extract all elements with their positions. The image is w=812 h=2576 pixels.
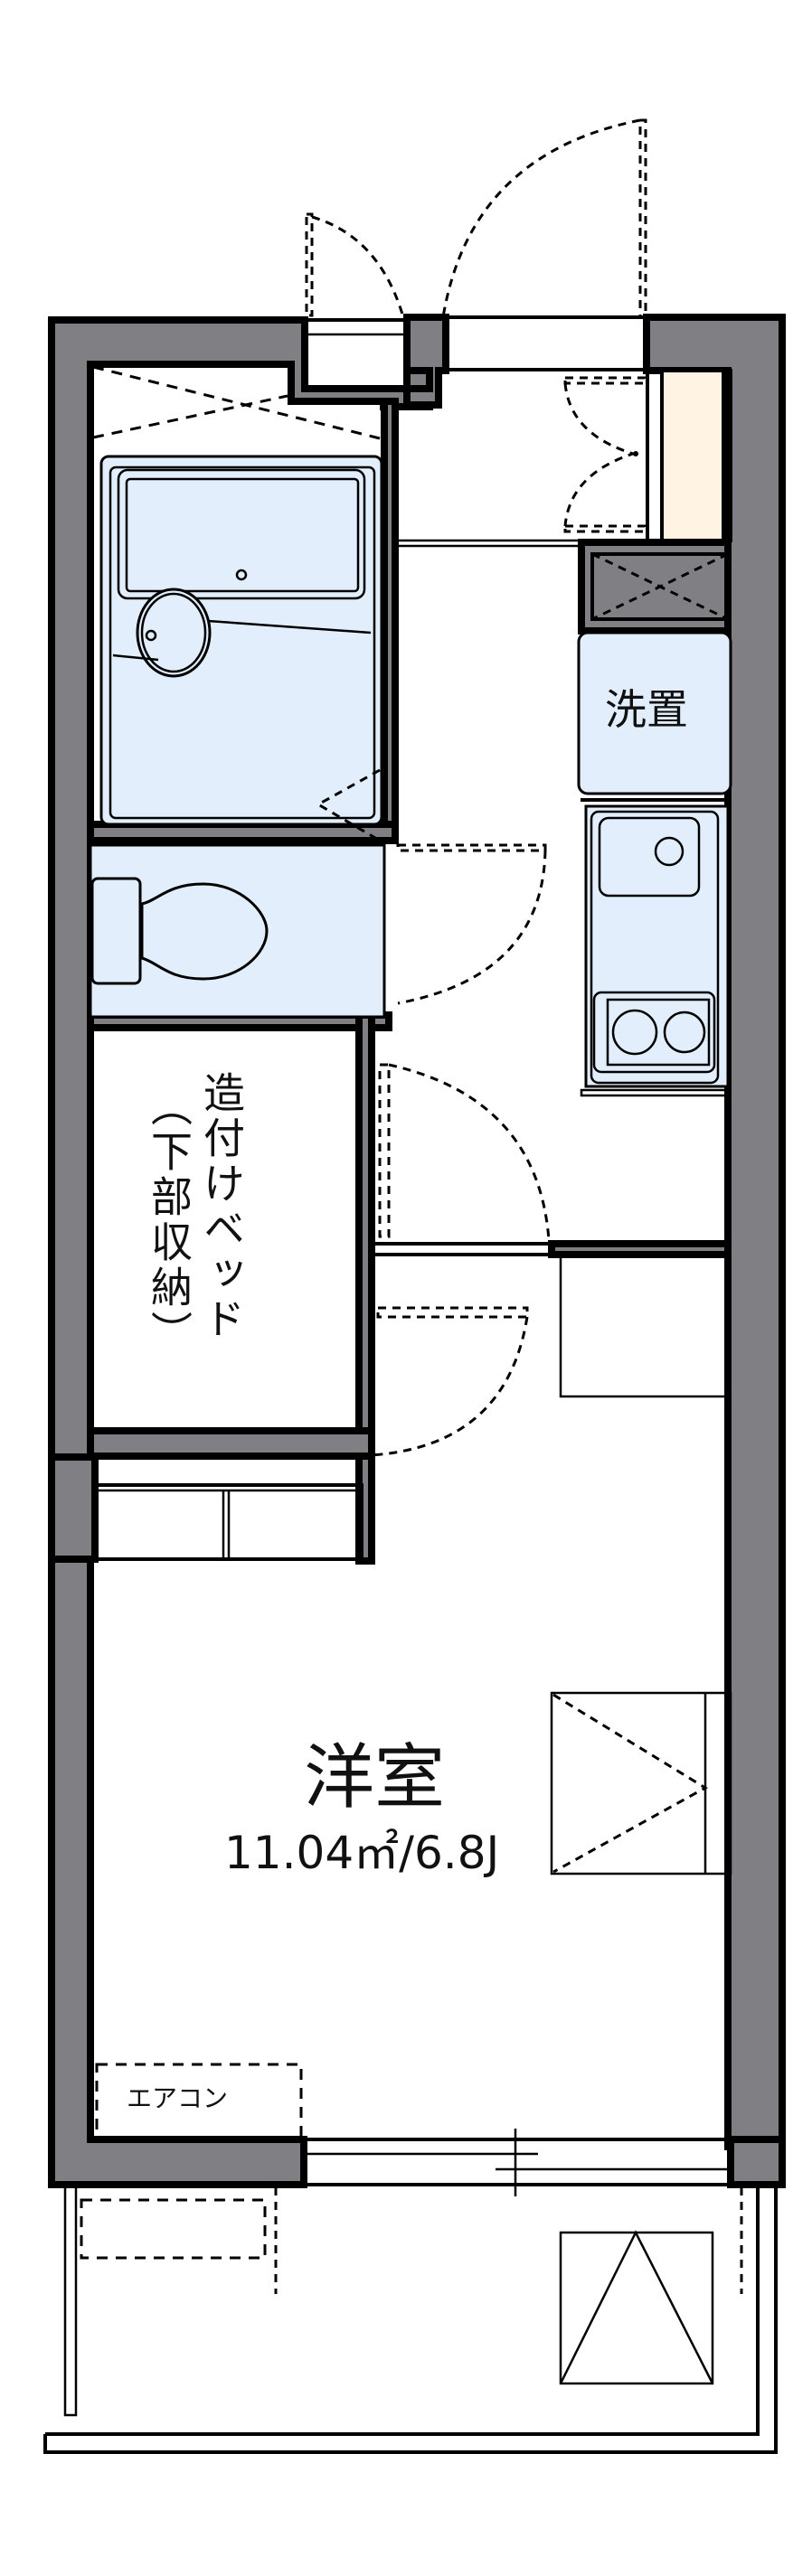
kitchen-counter	[584, 804, 730, 1088]
washer-label: 洗置	[605, 685, 688, 734]
shoe-cabinet	[563, 369, 732, 542]
closet	[93, 1483, 364, 1561]
balcony	[43, 2183, 778, 2454]
aircon-outline	[95, 2063, 303, 2141]
meter-box	[303, 318, 409, 390]
entrance-door	[444, 315, 648, 371]
toilet	[89, 843, 386, 1019]
evacuation-hatch	[559, 2231, 714, 2385]
storage-box	[578, 539, 732, 635]
balcony-window	[302, 2129, 732, 2196]
bathroom-ceiling-x	[92, 365, 381, 440]
room-door	[370, 1063, 732, 1258]
wall-bathroom-partition	[381, 398, 399, 830]
room-storage	[550, 1691, 732, 1876]
room-label: 洋室	[304, 1737, 446, 1819]
washer-space	[577, 631, 732, 795]
bed-sublabel: （下部収納）	[145, 1085, 194, 1356]
entrance-door-swings	[305, 118, 647, 319]
toilet-door	[396, 843, 547, 1005]
fridge-space	[559, 1253, 730, 1398]
closet-door	[370, 1306, 529, 1457]
outdoor-unit	[80, 2198, 267, 2260]
wall-pillar	[403, 314, 449, 409]
wall-bath-toilet	[87, 821, 399, 844]
bathtub-unit	[99, 455, 383, 842]
aircon-label: エアコン	[127, 2083, 229, 2113]
bed-label: 造付けベッド	[197, 1071, 246, 1342]
room-area: 11.04㎡/6.8J	[224, 1827, 500, 1879]
wall-bed-partition	[355, 1011, 375, 1471]
wall-bed-closet	[87, 1427, 375, 1460]
